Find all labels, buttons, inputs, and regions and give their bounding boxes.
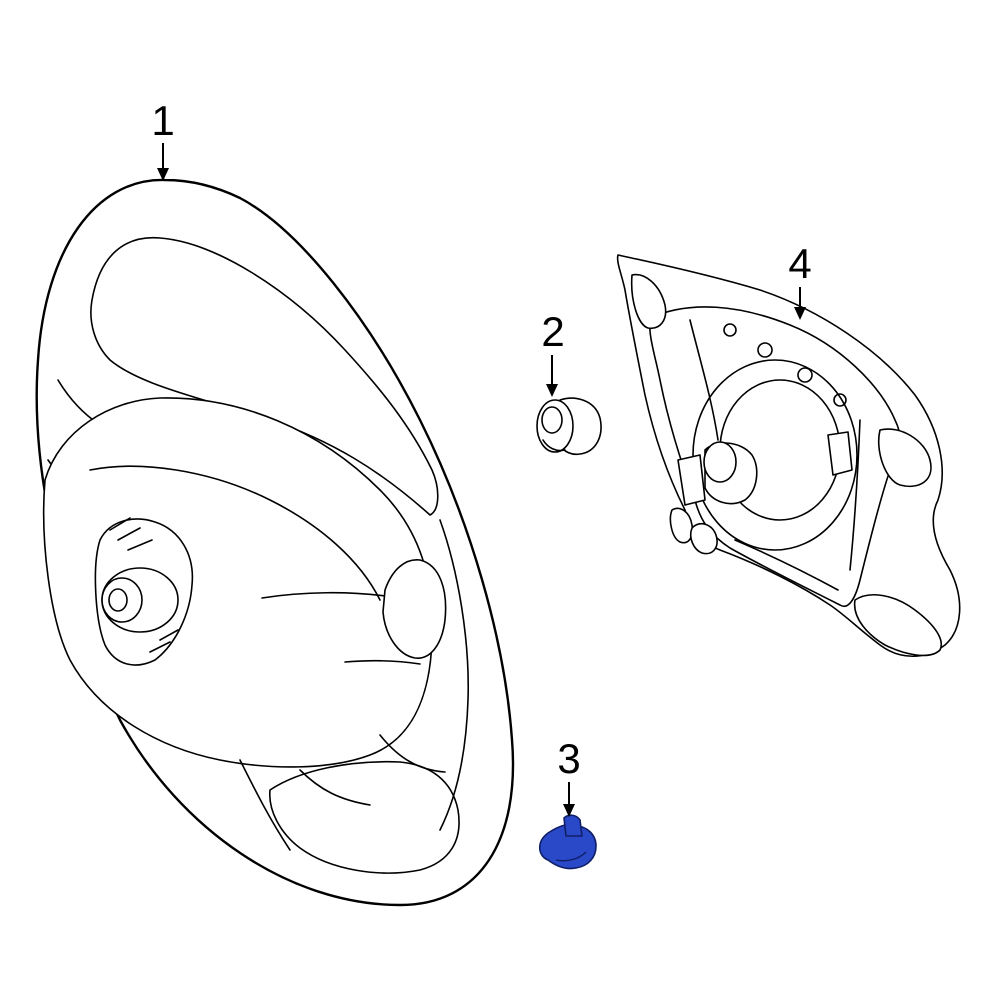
- callout-3: 3: [557, 735, 581, 817]
- callout-3-arrowhead: [563, 804, 575, 817]
- callout-4-label: 4: [788, 240, 811, 287]
- cover-tab-lower-mid: [689, 523, 718, 555]
- wheel-hub-bolt: [101, 577, 143, 623]
- wheel-hub-pad: [42, 397, 434, 768]
- wheel-hub-spline: [109, 517, 179, 653]
- clip[interactable]: [538, 814, 597, 870]
- wheel-rim-outer: [35, 178, 515, 907]
- callout-2: 2: [541, 308, 565, 397]
- cover-ribs: [689, 319, 861, 591]
- wheel-pad-contour: [89, 465, 381, 601]
- wheel-hub-bolt-center: [108, 588, 128, 612]
- cover-hole-3: [797, 367, 813, 383]
- grommet-flange: [536, 399, 574, 453]
- wheel-pad-seam: [261, 591, 421, 665]
- callout-1-arrowhead: [157, 168, 169, 181]
- clip-tab: [563, 814, 583, 837]
- cover-arm-lower-right: [853, 594, 942, 657]
- cover-bracket-left: [677, 454, 706, 506]
- callout-1: 1: [151, 97, 175, 181]
- wheel-rim-inner-upper: [90, 236, 439, 516]
- callout-4-arrowhead: [794, 307, 806, 320]
- grommet[interactable]: [536, 397, 602, 455]
- airbag-back-cover[interactable]: [616, 254, 961, 657]
- clip-edge: [555, 851, 587, 862]
- grommet-bore: [541, 406, 563, 434]
- cover-hole-2: [757, 342, 773, 358]
- wheel-spoke-lower: [239, 734, 446, 851]
- wheel-rim-edge: [439, 519, 470, 831]
- cover-bracket-right: [827, 431, 853, 476]
- cover-tab-lower-left: [669, 507, 694, 544]
- callout-1-label: 1: [151, 97, 174, 144]
- callout-3-label: 3: [557, 735, 580, 782]
- callout-2-label: 2: [541, 308, 564, 355]
- grommet-rim: [542, 439, 566, 452]
- cover-inflator-cap: [703, 441, 737, 483]
- cover-hole-1: [723, 323, 737, 337]
- cover-ear-left: [630, 273, 667, 330]
- steering-wheel[interactable]: [35, 178, 515, 907]
- callout-2-arrowhead: [546, 384, 558, 397]
- wheel-spoke-right-block: [382, 559, 447, 659]
- wheel-rim-inner-lower: [269, 760, 460, 874]
- cover-ear-right: [877, 428, 932, 487]
- callout-4: 4: [788, 240, 812, 320]
- cover-hole-4: [833, 393, 847, 407]
